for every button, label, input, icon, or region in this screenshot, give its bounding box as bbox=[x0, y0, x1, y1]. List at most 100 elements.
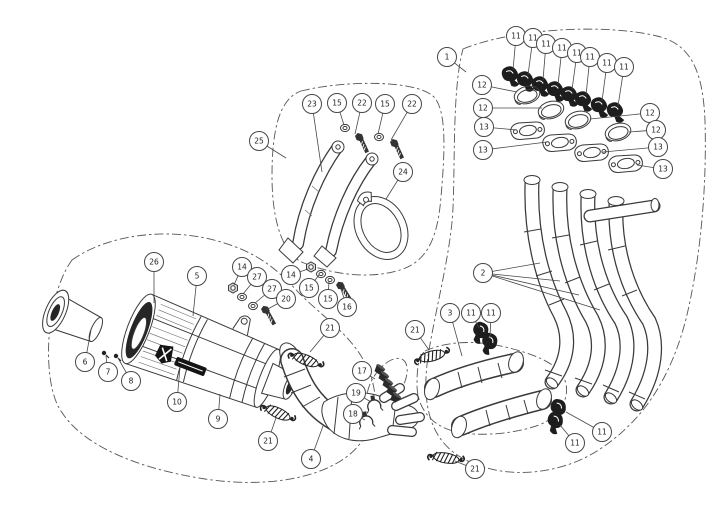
callout-27: 27 bbox=[254, 279, 282, 304]
callout-13: 13 bbox=[474, 117, 518, 137]
gasket-part-icon bbox=[607, 151, 645, 176]
callout-circle bbox=[472, 75, 492, 95]
callout-19: 19 bbox=[346, 383, 372, 403]
callout-number: 21 bbox=[263, 437, 273, 446]
callout-11: 11 bbox=[523, 28, 543, 76]
callout-number: 11 bbox=[602, 59, 612, 68]
bracket-arm-fill bbox=[293, 143, 342, 249]
callout-circle bbox=[437, 47, 457, 67]
callout-circle bbox=[318, 289, 338, 309]
spring-part-icon bbox=[258, 400, 298, 426]
callout-leader-line bbox=[105, 355, 108, 363]
callout-leader-line bbox=[492, 141, 548, 150]
callout-number: 9 bbox=[216, 415, 221, 424]
callout-circle bbox=[352, 93, 372, 113]
muffler-hanger-hole bbox=[240, 317, 248, 325]
callout-2: 2 bbox=[473, 262, 601, 311]
callout-11: 11 bbox=[481, 303, 501, 340]
callout-number: 12 bbox=[651, 126, 661, 135]
callout-number: 27 bbox=[267, 285, 277, 294]
pair-pipe1-segments bbox=[457, 362, 503, 389]
callout-number: 11 bbox=[511, 32, 521, 41]
callout-leader-line bbox=[369, 375, 376, 380]
callout-leader-line bbox=[192, 285, 197, 317]
callout-circle bbox=[187, 266, 207, 286]
callout-circle bbox=[327, 93, 347, 113]
header-pipe3-flange bbox=[579, 189, 597, 199]
callout-circle bbox=[276, 289, 296, 309]
akrapovic-logo-x-icon bbox=[158, 347, 172, 362]
callout-leader-line bbox=[385, 179, 399, 200]
ring-part-icon bbox=[535, 97, 567, 123]
callout-21: 21 bbox=[405, 320, 430, 351]
callout-number: 12 bbox=[478, 104, 488, 113]
callout-25: 25 bbox=[249, 131, 287, 159]
callout-circle bbox=[402, 94, 422, 114]
header-cross-stub-end bbox=[650, 198, 660, 212]
callout-11: 11 bbox=[559, 424, 585, 453]
callout-leader-line bbox=[270, 417, 277, 433]
callout-circle bbox=[301, 449, 321, 469]
callout-11: 11 bbox=[536, 34, 556, 81]
callout-number: 11 bbox=[528, 34, 538, 43]
header-pipe2-fill bbox=[553, 183, 605, 397]
muffler-bracket-art bbox=[278, 140, 379, 268]
washer-part-icon bbox=[340, 123, 350, 133]
header-segment-lines bbox=[523, 228, 646, 400]
callout-5: 5 bbox=[187, 266, 207, 317]
header-pipe4-end bbox=[630, 399, 644, 411]
callout-circle bbox=[393, 162, 413, 182]
callout-number: 22 bbox=[407, 100, 417, 109]
callout-11: 11 bbox=[565, 411, 612, 442]
callout-number: 11 bbox=[557, 44, 567, 53]
link-pipes-group-boundary bbox=[416, 342, 568, 435]
header-pipe3-fill bbox=[581, 190, 634, 404]
callout-8: 8 bbox=[117, 357, 141, 391]
tail-cap-art bbox=[42, 289, 104, 343]
bolt-part-icon bbox=[385, 135, 411, 161]
callout-number: 13 bbox=[478, 146, 488, 155]
callout-circle bbox=[481, 303, 501, 323]
callout-leader-line bbox=[557, 57, 562, 86]
muffler-band-lines bbox=[176, 316, 266, 403]
callout-circle bbox=[98, 362, 118, 382]
callout-number: 24 bbox=[398, 168, 408, 177]
callout-leader-line bbox=[489, 322, 491, 340]
callout-circle bbox=[614, 57, 634, 77]
callout-leader-line bbox=[254, 294, 265, 304]
callout-21: 21 bbox=[454, 459, 485, 479]
header-pipe4-fill bbox=[609, 197, 661, 411]
callout-circle bbox=[320, 318, 340, 338]
callout-number: 23 bbox=[307, 100, 317, 109]
callout-number: 3 bbox=[448, 309, 453, 318]
pair-pipe2-fill bbox=[452, 391, 551, 435]
callout-leader-line bbox=[454, 62, 467, 73]
callout-number: 21 bbox=[325, 324, 335, 333]
callout-leader-line bbox=[589, 113, 641, 120]
callout-number: 15 bbox=[304, 284, 314, 293]
header-pipe1-end bbox=[545, 377, 559, 389]
tail-cap-bore bbox=[50, 304, 61, 321]
callout-leader-line bbox=[233, 275, 239, 286]
callout-leader-line bbox=[328, 280, 330, 290]
callout-26: 26 bbox=[144, 252, 164, 303]
header-pipes-art bbox=[523, 175, 663, 412]
callout-number: 15 bbox=[332, 99, 342, 108]
callout-15: 15 bbox=[318, 280, 338, 309]
callout-circle bbox=[232, 257, 252, 277]
pair-pipe1-end2 bbox=[508, 351, 524, 373]
callout-6: 6 bbox=[75, 329, 95, 372]
callout-number: 18 bbox=[348, 410, 358, 419]
nut-part-icon bbox=[228, 282, 238, 294]
callout-leader-line bbox=[585, 66, 590, 96]
callout-number: 11 bbox=[466, 309, 476, 318]
callout-leader-line bbox=[571, 62, 577, 91]
callout-circle bbox=[343, 404, 363, 424]
callout-leader-line bbox=[542, 53, 546, 81]
washer-part-icon bbox=[374, 132, 384, 142]
callout-number: 21 bbox=[410, 326, 420, 335]
callout-11: 11 bbox=[614, 57, 634, 107]
callout-14: 14 bbox=[232, 257, 252, 286]
callout-circle bbox=[346, 383, 366, 403]
